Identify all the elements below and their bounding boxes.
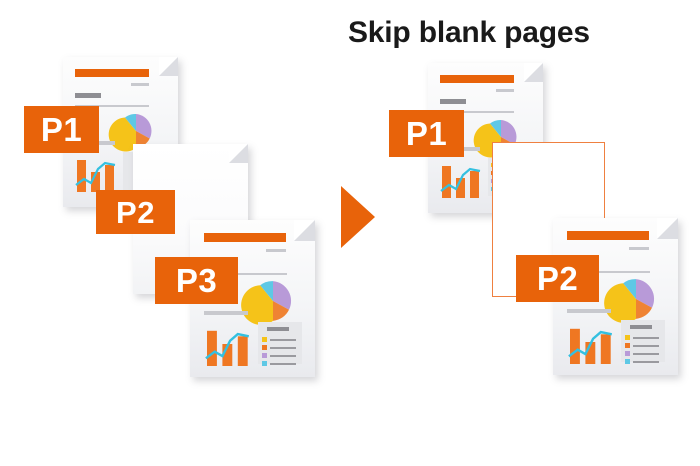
legend-swatch	[625, 351, 630, 356]
legend-swatch	[262, 337, 267, 342]
before-page-3[interactable]	[190, 220, 315, 377]
before-page-1-badge[interactable]: P1	[24, 106, 99, 153]
folded-corner-icon	[294, 220, 315, 241]
before-page-2-badge[interactable]: P2	[96, 190, 175, 234]
pie-chart	[241, 281, 292, 325]
legend-swatch	[262, 353, 267, 358]
legend-title	[267, 327, 289, 331]
legend-swatch	[262, 345, 267, 350]
after-page-1-badge[interactable]: P1	[389, 110, 464, 157]
bar-chart	[568, 328, 613, 364]
bar-chart	[440, 166, 481, 198]
legend-swatch	[625, 335, 630, 340]
legend-swatch	[625, 343, 630, 348]
legend-title	[630, 325, 652, 329]
folded-corner-icon	[229, 144, 248, 163]
process-arrow-icon	[341, 186, 375, 248]
pie-chart	[108, 113, 152, 152]
folded-corner-icon	[524, 63, 543, 82]
bar-chart	[75, 160, 116, 192]
page-content	[553, 218, 678, 375]
legend-swatch	[625, 359, 630, 364]
after-page-2-badge[interactable]: P2	[516, 255, 599, 302]
folded-corner-icon	[159, 57, 178, 76]
page-title: Skip blank pages	[348, 16, 590, 49]
bar-chart	[205, 330, 250, 366]
legend-swatch	[262, 361, 267, 366]
before-page-1[interactable]	[63, 57, 178, 207]
folded-corner-icon	[657, 218, 678, 239]
pie-chart	[604, 279, 655, 323]
before-page-3-badge[interactable]: P3	[155, 257, 238, 304]
